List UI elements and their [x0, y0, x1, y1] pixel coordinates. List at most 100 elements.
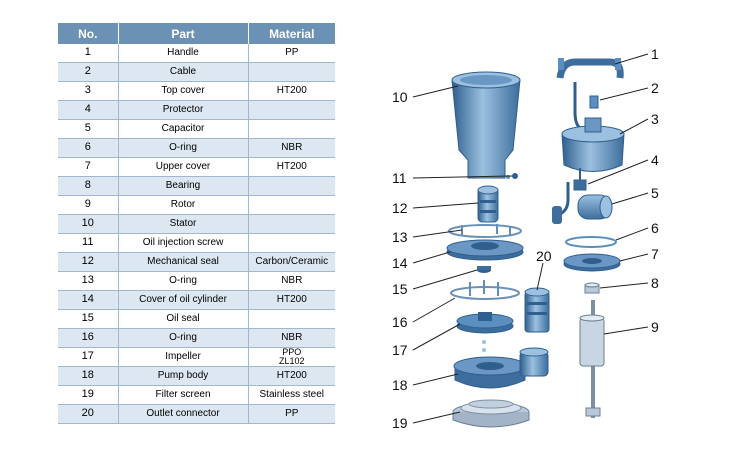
cell-no: 20 [58, 404, 119, 424]
cell-material [248, 119, 335, 139]
cell-part: Impeller [118, 347, 249, 367]
cell-no: 2 [58, 62, 119, 82]
cell-material [248, 309, 335, 329]
capacitor-shape [552, 194, 613, 224]
callout-2: 2 [651, 80, 659, 96]
header-material: Material [248, 23, 335, 44]
cell-no: 12 [58, 252, 119, 272]
cell-no: 18 [58, 366, 119, 386]
cell-material: HT200 [248, 366, 335, 386]
callout-6: 6 [651, 220, 659, 236]
cell-part: Cover of oil cylinder [118, 290, 249, 310]
cell-material [248, 195, 335, 215]
cell-material: Carbon/Ceramic [248, 252, 335, 272]
callout-labels: 1 2 3 4 5 6 7 8 9 10 11 12 13 14 15 16 1… [392, 46, 659, 431]
callout-8: 8 [651, 275, 659, 291]
cell-no: 6 [58, 138, 119, 158]
cell-part: Cable [118, 62, 249, 82]
cell-material: NBR [248, 138, 335, 158]
cell-material [248, 100, 335, 120]
cell-material: HT200 [248, 157, 335, 177]
callout-17: 17 [392, 342, 408, 358]
cell-part: O-ring [118, 138, 249, 158]
cell-part: Protector [118, 100, 249, 120]
bearing-shape [584, 282, 600, 294]
callout-15: 15 [392, 281, 408, 297]
cell-part: Filter screen [118, 385, 249, 405]
callout-1: 1 [651, 46, 659, 62]
callout-12: 12 [392, 200, 408, 216]
cell-no: 15 [58, 309, 119, 329]
callout-7: 7 [651, 246, 659, 262]
cell-material: NBR [248, 328, 335, 348]
callout-18: 18 [392, 377, 408, 393]
handle-shape [556, 58, 624, 79]
upper-cover-shape [563, 253, 621, 272]
cell-no: 3 [58, 81, 119, 101]
oring-6-shape [565, 236, 617, 248]
cell-no: 1 [58, 44, 119, 63]
mechanical-seal-shape [477, 185, 499, 223]
oil-cylinder-cover-shape [446, 239, 524, 261]
cell-material [248, 62, 335, 82]
top-cover-shape [561, 117, 625, 172]
cell-material: PP [248, 404, 335, 424]
oring-13-shape [448, 224, 522, 238]
cell-no: 11 [58, 233, 119, 253]
callout-16: 16 [392, 314, 408, 330]
cell-no: 19 [58, 385, 119, 405]
cell-material: NBR [248, 271, 335, 291]
outlet-connector-shape [524, 287, 550, 333]
cell-part: Outlet connector [118, 404, 249, 424]
cell-no: 5 [58, 119, 119, 139]
cell-no: 13 [58, 271, 119, 291]
cell-no: 16 [58, 328, 119, 348]
cell-no: 14 [58, 290, 119, 310]
oil-seal-shape [477, 266, 491, 273]
cell-no: 4 [58, 100, 119, 120]
cell-part: Mechanical seal [118, 252, 249, 272]
cell-material [248, 176, 335, 196]
cell-part: Capacitor [118, 119, 249, 139]
cell-part: Rotor [118, 195, 249, 215]
callout-11: 11 [392, 170, 407, 186]
protector-shape [573, 168, 587, 191]
cell-material [248, 214, 335, 234]
cell-part: Upper cover [118, 157, 249, 177]
cell-no: 8 [58, 176, 119, 196]
cell-no: 9 [58, 195, 119, 215]
cell-material: HT200 [248, 81, 335, 101]
cell-material: HT200 [248, 290, 335, 310]
callout-3: 3 [651, 111, 659, 127]
impeller-shape [456, 312, 514, 352]
table-header-row: No. Part Material [58, 23, 335, 44]
oring-16-shape [450, 280, 520, 300]
callout-14: 14 [392, 255, 408, 271]
cell-part: Oil seal [118, 309, 249, 329]
callout-9: 9 [651, 319, 659, 335]
cell-part: O-ring [118, 271, 249, 291]
filter-screen-shape [452, 399, 530, 428]
cell-part: Bearing [118, 176, 249, 196]
cell-material: PP [248, 44, 335, 63]
callout-4: 4 [651, 152, 659, 168]
callout-leader-lines [412, 53, 649, 424]
callout-13: 13 [392, 229, 408, 245]
